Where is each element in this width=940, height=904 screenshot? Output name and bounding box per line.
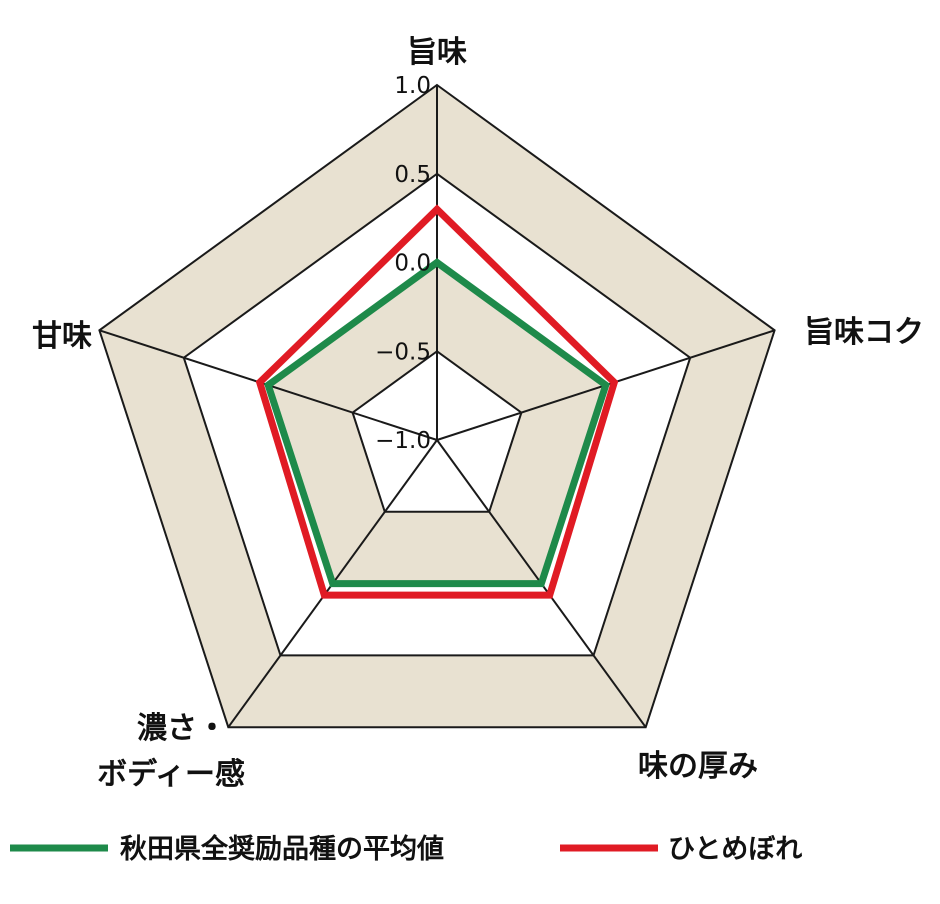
legend: 秋田県全奨励品種の平均値 ひとめぼれ bbox=[10, 833, 802, 865]
axis-label-kosa-line1: 濃さ・ bbox=[137, 711, 227, 746]
tick-label-1: 1.0 bbox=[394, 73, 431, 99]
series-line-1 bbox=[264, 258, 610, 588]
tick-label-4: −0.5 bbox=[375, 339, 431, 365]
data-series bbox=[255, 204, 619, 599]
axis-label-amami: 甘味 bbox=[32, 319, 92, 354]
tick-label-3: 0.0 bbox=[394, 251, 431, 277]
legend-label-hitomebore: ひとめぼれ bbox=[668, 834, 802, 865]
tick-label-2: 0.5 bbox=[394, 162, 431, 188]
axis-label-umami-koku: 旨味コク bbox=[804, 315, 924, 350]
legend-label-average: 秋田県全奨励品種の平均値 bbox=[120, 833, 444, 865]
series-line-2 bbox=[255, 204, 619, 599]
axis-label-kosa-line2: ボディー感 bbox=[97, 757, 245, 792]
tick-labels: 1.0 0.5 0.0 −0.5 −1.0 bbox=[375, 73, 431, 454]
axis-label-umami: 旨味 bbox=[407, 35, 467, 70]
axis-labels: 旨味 旨味コク 味の厚み 濃さ・ ボディー感 甘味 bbox=[32, 35, 924, 792]
tick-label-5: −1.0 bbox=[375, 428, 431, 454]
axis-label-aji-no-atsumi: 味の厚み bbox=[638, 749, 758, 784]
